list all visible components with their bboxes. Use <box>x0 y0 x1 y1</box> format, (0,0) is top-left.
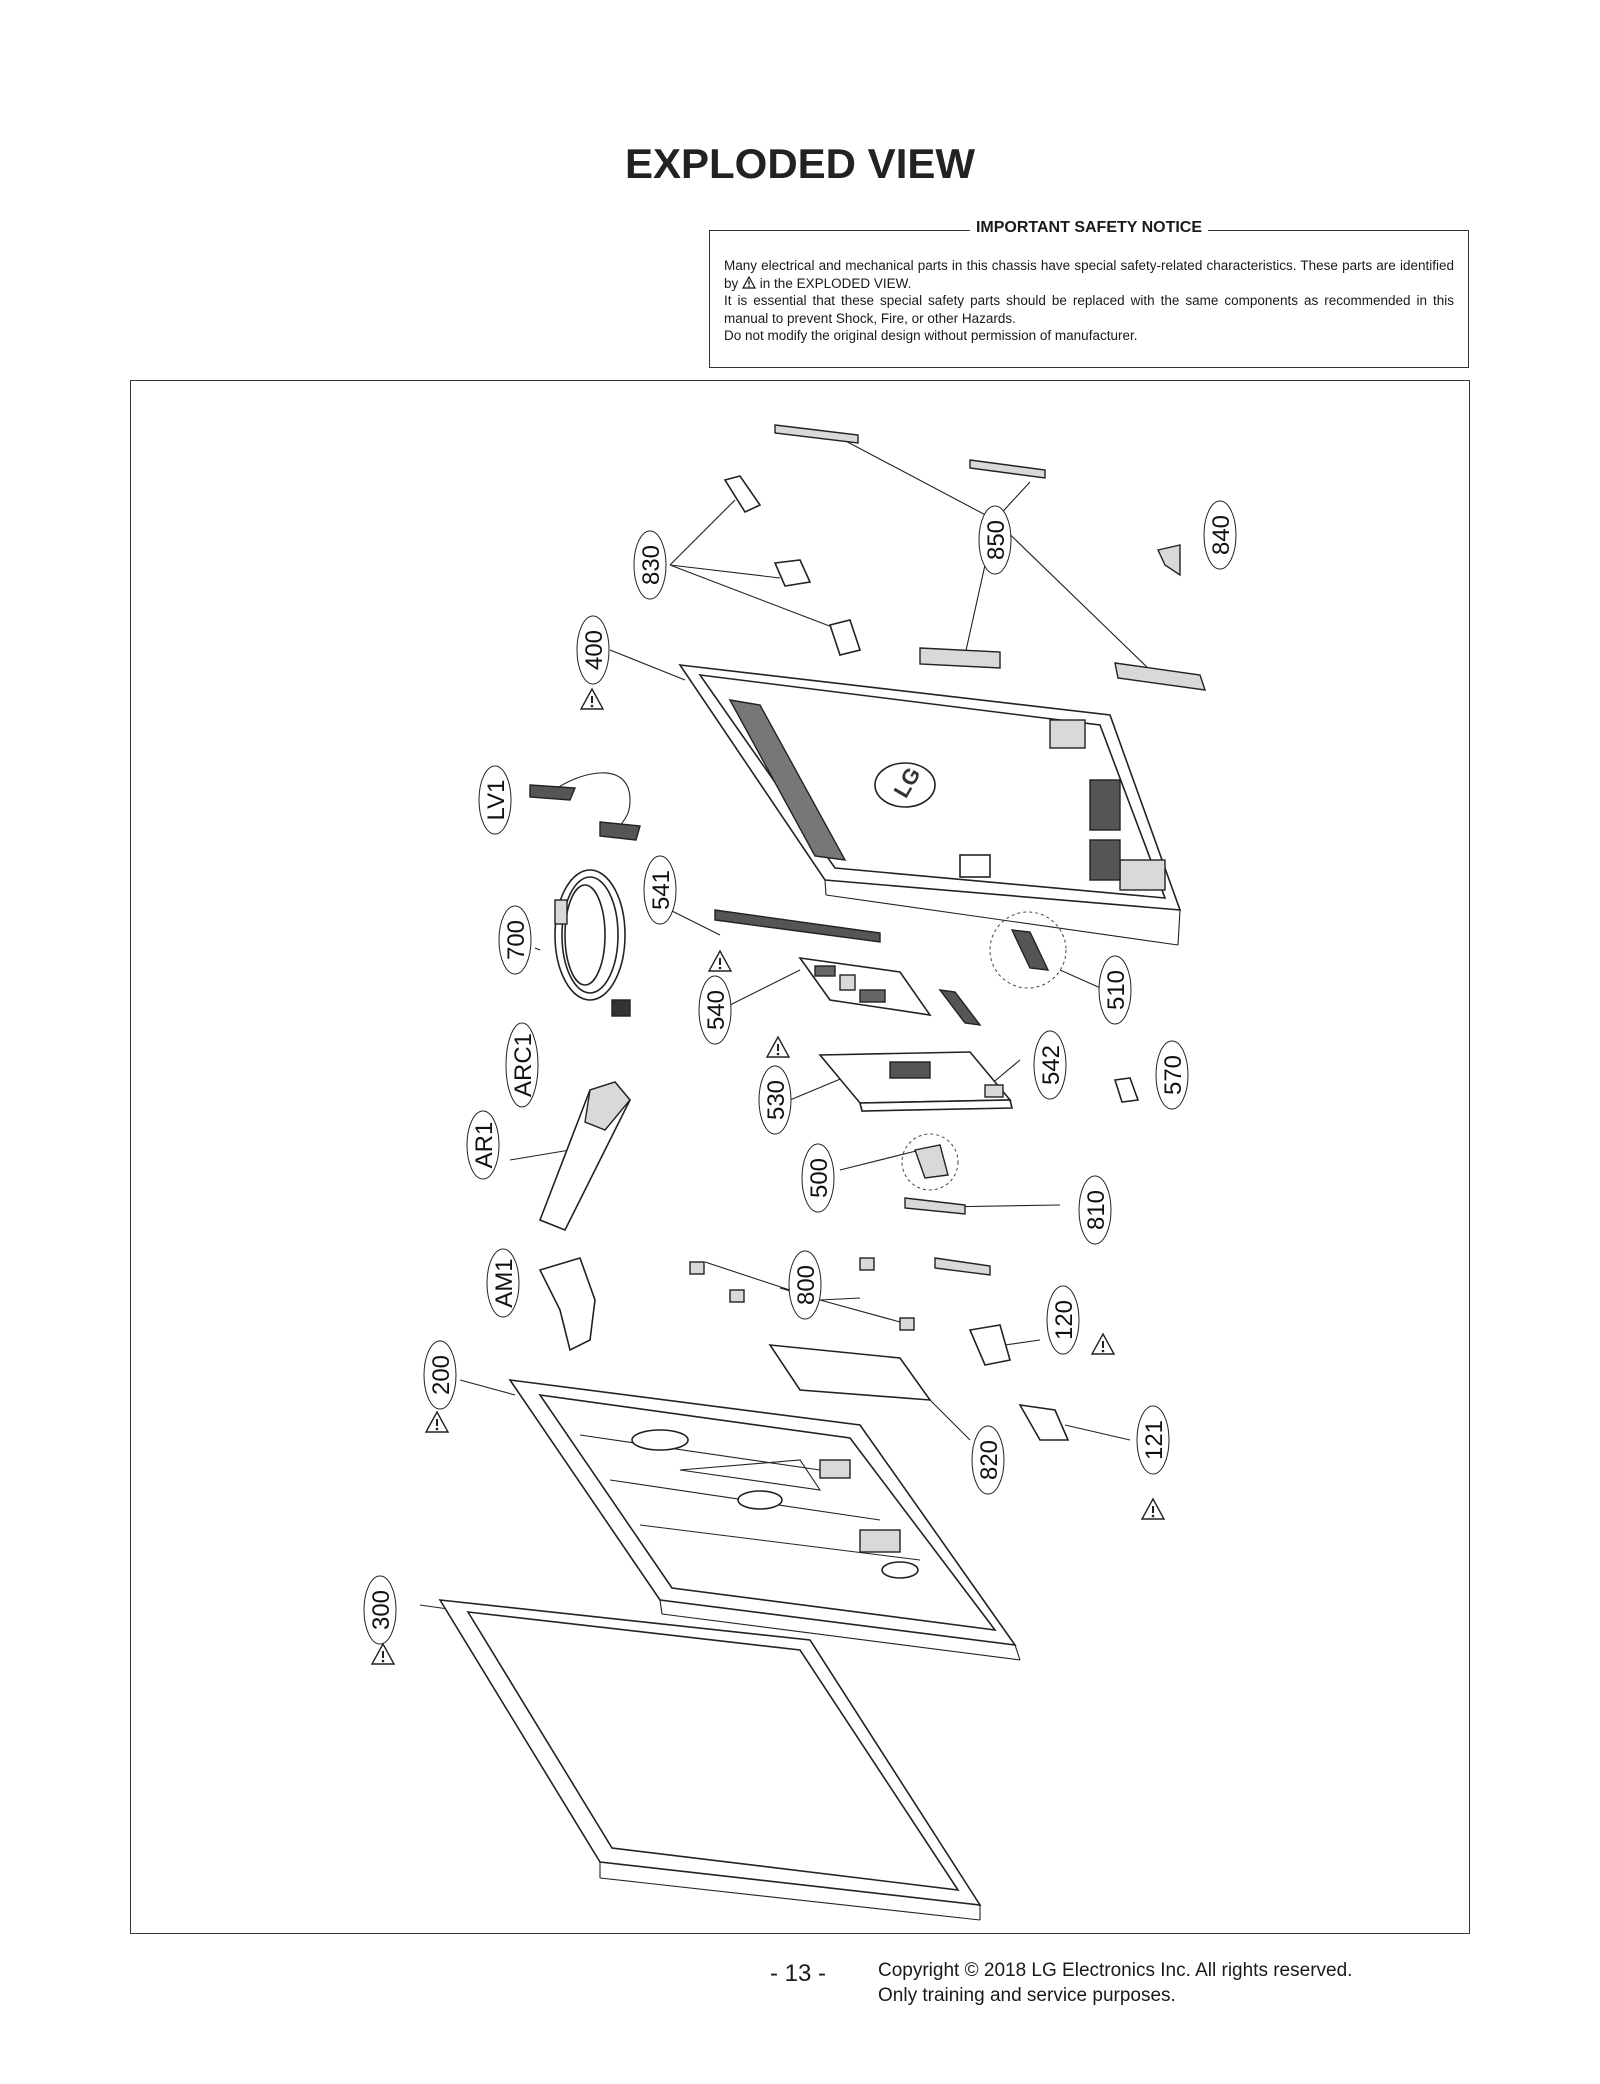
svg-text:200: 200 <box>428 1355 455 1395</box>
diagram-frame <box>130 380 1470 1934</box>
label-810: 810 <box>1078 1175 1112 1245</box>
safety-notice-line-1: Many electrical and mechanical parts in … <box>724 257 1454 292</box>
label-200: 200 <box>423 1340 457 1410</box>
part-541 <box>714 909 881 943</box>
part-am1 <box>538 1257 596 1352</box>
svg-text:400: 400 <box>581 630 608 670</box>
cable-lv1-part <box>529 772 641 841</box>
leader-lines <box>419 437 1151 1611</box>
svg-text:820: 820 <box>976 1440 1003 1480</box>
safety-notice-line-3: Do not modify the original design withou… <box>724 328 1138 343</box>
svg-text:300: 300 <box>368 1590 395 1630</box>
plate-820-part <box>768 1344 932 1401</box>
label-840: 840 <box>1203 500 1237 570</box>
label-850: 850 <box>978 505 1012 575</box>
remote-part <box>538 1081 631 1232</box>
page-number: - 13 - <box>770 1960 827 1987</box>
warning-triangle-icon <box>580 688 604 710</box>
svg-text:542: 542 <box>1038 1045 1065 1085</box>
svg-text:810: 810 <box>1083 1190 1110 1230</box>
svg-text:850: 850 <box>983 520 1010 560</box>
svg-text:800: 800 <box>793 1265 820 1305</box>
label-700: 700 <box>498 905 532 975</box>
safety-notice-line-2: It is essential that these special safet… <box>724 293 1454 326</box>
label-300: 300 <box>363 1575 397 1645</box>
label-121: 121 <box>1136 1405 1170 1475</box>
part-510 <box>989 911 1067 989</box>
label-400: 400 <box>576 615 610 685</box>
label-800: 800 <box>788 1250 822 1320</box>
footer-copyright: Copyright © 2018 LG Electronics Inc. All… <box>878 1958 1352 2008</box>
svg-text:500: 500 <box>806 1158 833 1198</box>
svg-text:530: 530 <box>763 1080 790 1120</box>
power-board-530-part <box>818 1051 1014 1112</box>
clips-800-part <box>689 1257 915 1331</box>
part-542 <box>938 989 982 1026</box>
safety-notice-heading: IMPORTANT SAFETY NOTICE <box>969 219 1209 236</box>
safety-notice-line-1-tail: in the EXPLODED VIEW. <box>759 275 912 291</box>
label-830: 830 <box>633 530 667 600</box>
brackets-850-part <box>774 424 1207 691</box>
warning-triangle-icon <box>425 1411 449 1433</box>
label-540: 540 <box>698 975 732 1045</box>
label-530: 530 <box>758 1065 792 1135</box>
svg-text:541: 541 <box>648 870 675 910</box>
svg-text:LV1: LV1 <box>483 780 510 821</box>
power-cord-part <box>554 869 631 1017</box>
svg-text:ARC1: ARC1 <box>510 1033 537 1097</box>
label-120: 120 <box>1046 1285 1080 1355</box>
warning-triangle-icon <box>742 275 757 289</box>
svg-text:570: 570 <box>1160 1055 1187 1095</box>
label-arc1: ARC1 <box>505 1022 539 1108</box>
chassis-part <box>508 1378 1021 1661</box>
label-500: 500 <box>801 1143 835 1213</box>
warning-triangle-icon <box>1091 1333 1115 1355</box>
stand-part-121 <box>1018 1403 1070 1441</box>
exploded-view-diagram: LG <box>363 424 1237 1921</box>
safety-notice-line-1-text: Many electrical and mechanical parts in … <box>724 258 1454 291</box>
label-541: 541 <box>643 855 677 925</box>
svg-text:540: 540 <box>703 990 730 1030</box>
svg-text:840: 840 <box>1208 515 1235 555</box>
warning-triangle-icon <box>1141 1498 1165 1520</box>
page-title: EXPLODED VIEW <box>624 140 976 187</box>
safety-notice-box: IMPORTANT SAFETY NOTICE Many electrical … <box>709 219 1469 368</box>
copyright-text: Copyright © 2018 LG Electronics Inc. All… <box>878 1960 1353 1981</box>
label-570: 570 <box>1155 1040 1189 1110</box>
label-542: 542 <box>1033 1030 1067 1100</box>
svg-text:700: 700 <box>503 920 530 960</box>
safety-notice-body: Many electrical and mechanical parts in … <box>724 257 1454 345</box>
svg-text:830: 830 <box>638 545 665 585</box>
warning-triangle-icon <box>371 1643 395 1665</box>
label-am1: AM1 <box>486 1248 520 1318</box>
back-cover-part: LG <box>678 664 1182 946</box>
stand-part-120 <box>968 1324 1012 1366</box>
label-lv1: LV1 <box>478 765 512 835</box>
warning-triangle-icon <box>708 950 732 972</box>
label-ar1: AR1 <box>466 1110 500 1180</box>
label-510: 510 <box>1098 955 1132 1025</box>
part-500 <box>901 1133 959 1191</box>
main-board-540-part <box>798 956 932 1017</box>
part-570 <box>1113 1077 1140 1103</box>
brackets-830-part <box>723 475 862 656</box>
front-bezel-part <box>438 1599 982 1921</box>
warning-triangle-icon <box>766 1036 790 1058</box>
purpose-text: Only training and service purposes. <box>878 1985 1176 2006</box>
svg-text:510: 510 <box>1103 970 1130 1010</box>
svg-text:AM1: AM1 <box>491 1258 518 1307</box>
svg-text:121: 121 <box>1141 1420 1168 1460</box>
svg-text:AR1: AR1 <box>471 1122 498 1169</box>
part-840 <box>1156 544 1181 577</box>
svg-text:120: 120 <box>1051 1300 1078 1340</box>
label-820: 820 <box>971 1425 1005 1495</box>
part-810 <box>904 1197 991 1276</box>
